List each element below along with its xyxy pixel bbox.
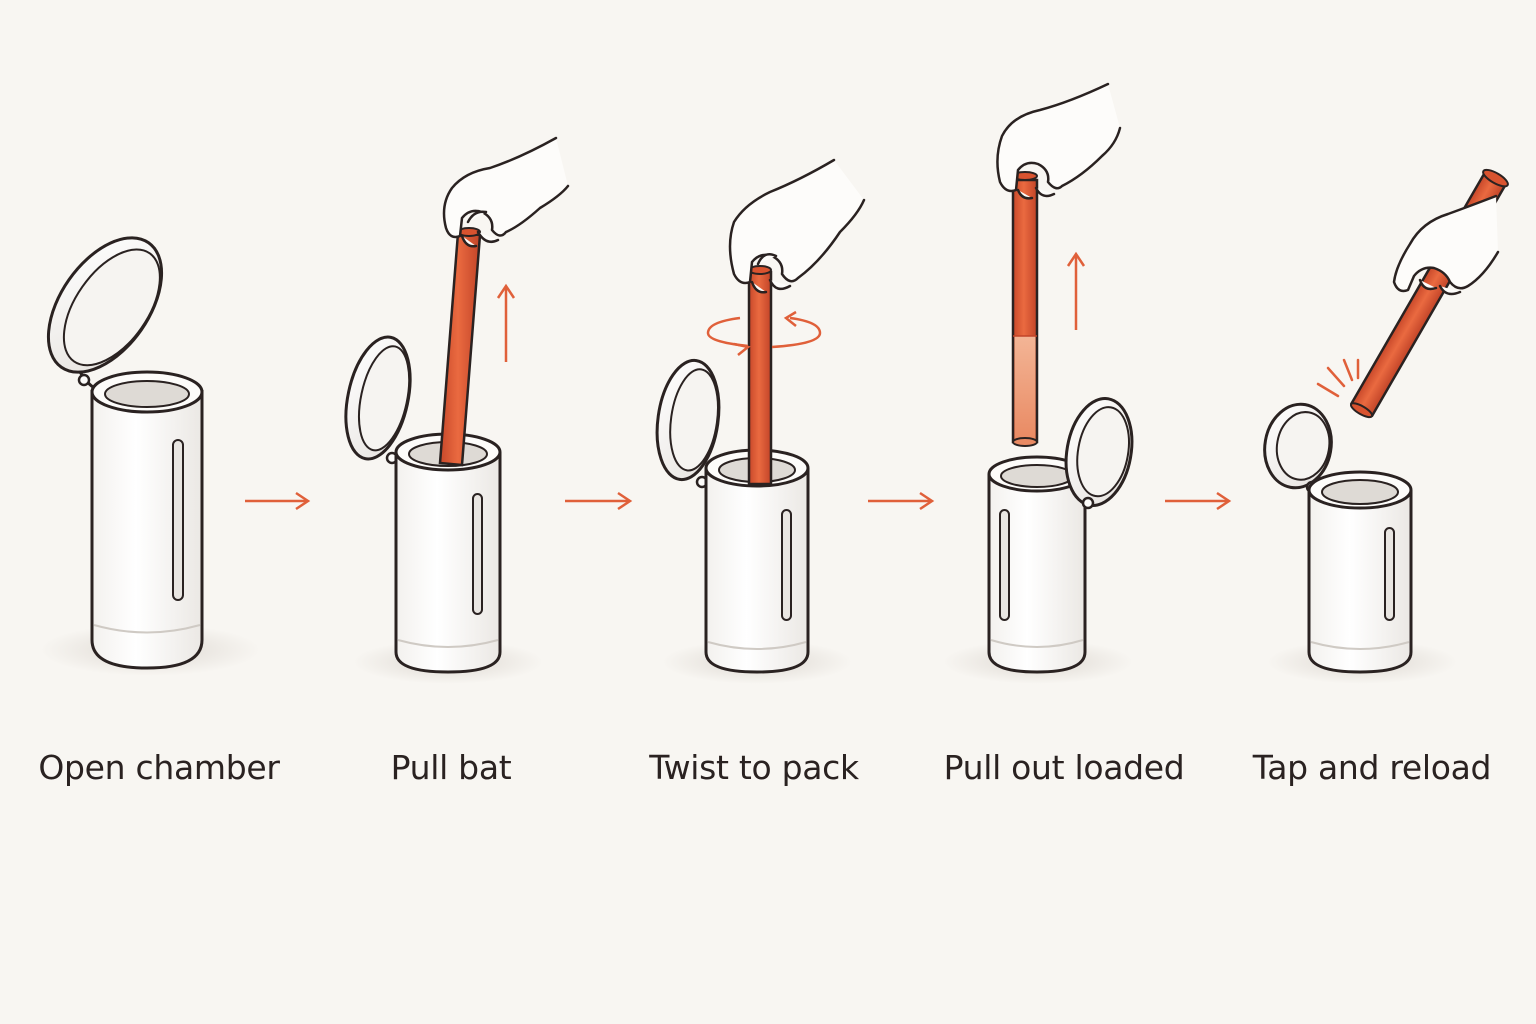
canister-window [999,509,1010,621]
step-1-illustration [40,236,260,676]
canister-icon [394,432,502,674]
lid-icon [1263,402,1333,490]
canister-icon [1307,470,1413,674]
step-label-open-chamber: Open chamber [38,748,280,787]
right-arrow-icon [868,491,935,511]
canister-window [172,439,184,601]
step-label-tap-and-reload: Tap and reload [1252,748,1492,787]
right-arrow-icon [565,491,633,511]
lid-icon [1064,397,1134,507]
hand-icon [728,158,866,294]
step-label-pull-bat: Pull bat [390,748,512,787]
hand-icon [996,82,1122,200]
canister-window [1384,527,1395,621]
up-arrow-icon [496,283,516,362]
step-5-illustration [1263,168,1509,684]
step-4-illustration [943,82,1134,684]
right-arrow-icon [1165,491,1232,511]
lid-icon [655,358,721,482]
canister-icon [90,370,204,670]
bat-icon [747,265,773,486]
twist-arrows-icon [706,310,822,356]
hand-icon [1392,194,1500,296]
up-arrow-icon [1066,251,1086,330]
step-3-illustration [655,158,866,684]
lid-icon [344,335,412,461]
loaded-bat-icon [1011,171,1039,447]
canister-window [472,493,483,615]
tap-lines-icon [1316,358,1360,398]
canister-icon [987,455,1087,674]
canister-window [781,509,792,621]
step-label-pull-out-loaded: Pull out loaded [943,748,1185,787]
bat-icon [438,227,482,467]
hand-icon [442,136,570,248]
right-arrow-icon [245,491,311,511]
lid-icon [46,236,164,374]
step-label-twist-to-pack: Twist to pack [649,748,859,787]
step-2-illustration [344,136,570,684]
